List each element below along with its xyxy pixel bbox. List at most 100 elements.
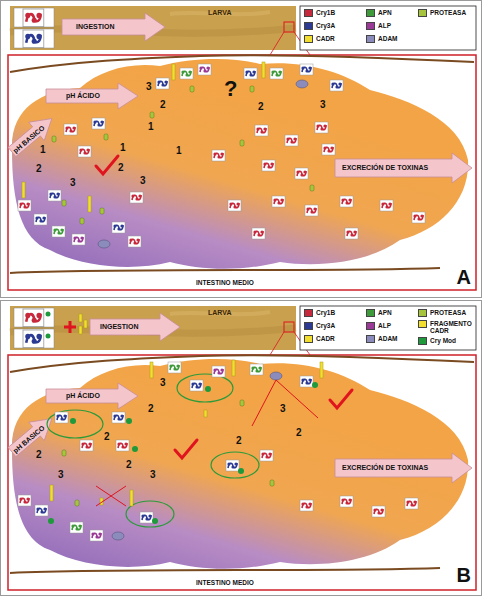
protein-domain: [80, 236, 83, 239]
cadherin-receptor: [50, 485, 53, 501]
protein-fold: [26, 14, 40, 22]
protein-domain: [148, 514, 151, 517]
protein-frame: [372, 506, 385, 517]
protein-fold: [407, 501, 416, 506]
protein-icon: [272, 196, 285, 207]
protein-icon: [300, 376, 313, 387]
protein-frame: [90, 530, 103, 541]
legend-text: Cry1B: [316, 9, 335, 16]
protein-domain: [417, 217, 420, 220]
protein-domain: [88, 442, 91, 445]
protein-fold: [302, 379, 311, 384]
protein-domain: [413, 500, 416, 503]
protein-fold: [252, 367, 261, 372]
protein-frame: [64, 124, 77, 135]
protein-icon: [23, 9, 44, 27]
callout-number: 3: [150, 470, 156, 480]
protein-domain: [217, 155, 220, 158]
panel-box: A: [0, 0, 482, 298]
protein-domain: [263, 162, 266, 165]
legend-swatch: [366, 335, 375, 343]
icon-box: [14, 329, 54, 348]
protein-icon: [315, 122, 328, 133]
protein-domain: [95, 535, 98, 538]
protein-domain: [345, 501, 348, 504]
protein-icon: [305, 205, 318, 216]
protein-frame: [300, 500, 313, 511]
legend-text: Cry3A: [316, 322, 335, 329]
protein-fold: [324, 147, 333, 152]
protein-domain: [91, 532, 94, 535]
cadherin-receptor: [88, 196, 91, 212]
protease-symbol: [52, 136, 56, 142]
legend-text: ADAM: [378, 335, 398, 342]
protein-domain: [293, 137, 296, 140]
legend-swatch: [418, 337, 427, 345]
protein-domain: [32, 18, 37, 23]
protein-icon: [285, 135, 298, 146]
cry-mod-dot: [46, 312, 51, 317]
legend-item: ADAM: [366, 335, 398, 342]
protease-symbol: [150, 112, 154, 118]
legend-swatch: [304, 322, 313, 330]
legend-text: ALP: [378, 22, 391, 29]
cry-mod-dot: [312, 382, 318, 388]
protein-domain: [53, 228, 56, 231]
protease-symbol: [310, 185, 314, 191]
protein-fold: [307, 208, 316, 213]
cry-mod-dot: [238, 468, 244, 474]
protein-icon: [226, 460, 239, 471]
protein-domain: [43, 507, 46, 510]
protein-domain: [348, 198, 351, 201]
protein-domain: [35, 216, 38, 219]
protein-icon: [255, 125, 268, 136]
protein-icon: [262, 160, 275, 171]
protein-frame: [228, 200, 241, 211]
protein-fold: [297, 171, 306, 176]
protein-domain: [267, 165, 270, 168]
protein-domain: [78, 524, 81, 527]
protein-frame: [23, 9, 44, 27]
protein-frame: [23, 309, 44, 327]
protein-domain: [36, 13, 41, 18]
binding-line: [252, 380, 318, 426]
callout-number: 3: [70, 178, 76, 188]
callout-number: 1: [40, 145, 46, 155]
callout-number: 3: [280, 404, 286, 414]
protein-domain: [258, 366, 261, 369]
cry-mod-dot: [46, 334, 51, 339]
protein-domain: [185, 73, 188, 76]
protein-domain: [32, 318, 37, 323]
protein-domain: [72, 126, 75, 129]
legend-item: Cry3A: [304, 22, 335, 29]
binding-ring: [177, 374, 233, 402]
protein-icon: [190, 380, 203, 391]
legend-item: CADR: [304, 335, 335, 342]
protein-domain: [199, 66, 202, 69]
protein-domain: [260, 130, 263, 133]
protein-domain: [260, 230, 263, 233]
arrow-label: LARVA: [208, 9, 231, 16]
callout-number: 2: [258, 102, 264, 112]
protein-icon: [212, 150, 225, 161]
adam-receptor: [296, 80, 308, 88]
protein-fold: [230, 203, 239, 208]
protein-domain: [97, 123, 100, 126]
protein-domain: [85, 445, 88, 448]
protein-domain: [26, 202, 29, 205]
legend-text: Cry Mod: [430, 337, 456, 344]
protein-domain: [157, 80, 160, 83]
protein-fold: [114, 225, 123, 230]
arrow-label: EXCRECIÓN DE TOXINAS: [342, 164, 428, 171]
protein-domain: [261, 452, 264, 455]
protein-domain: [188, 70, 191, 73]
protein-fold: [50, 193, 59, 198]
protein-domain: [206, 66, 209, 69]
protein-domain: [290, 140, 293, 143]
protein-fold: [272, 71, 281, 76]
cry-mod-dot: [70, 418, 76, 424]
protein-frame: [18, 200, 31, 211]
protein-frame: [340, 496, 353, 507]
protein-domain: [220, 368, 223, 371]
protein-domain: [377, 511, 380, 514]
